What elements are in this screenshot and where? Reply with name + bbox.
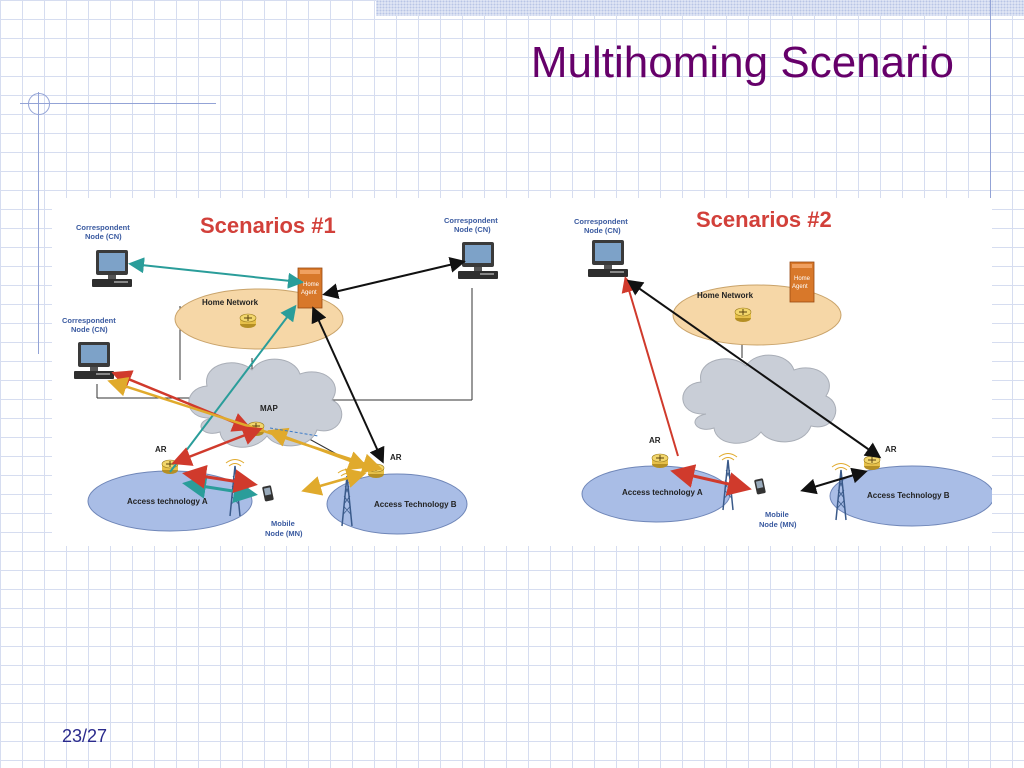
cn-top-left-label-1: Correspondent — [76, 223, 130, 232]
decorative-vertical-line-left — [38, 92, 39, 354]
dashed-link — [269, 427, 319, 437]
arrow-black — [626, 279, 882, 459]
ar-left-label: AR — [649, 436, 661, 445]
home-network-label: Home Network — [697, 291, 754, 300]
home-agent-label-1: Home — [794, 276, 811, 282]
arrow-red — [621, 276, 679, 457]
correspondent-node-icon — [74, 342, 114, 379]
access-b-label: Access Technology B — [374, 500, 457, 509]
ar-left-label: AR — [155, 445, 167, 454]
cn-mid-left-label-2: Node (CN) — [71, 325, 108, 334]
mobile-node-icon — [754, 478, 766, 495]
cn-top-right-label-2: Node (CN) — [454, 225, 491, 234]
cn-top-left-label-2: Node (CN) — [85, 232, 122, 241]
home-agent-icon — [789, 261, 815, 303]
ar-left-router-icon — [651, 453, 669, 469]
home-network-label: Home Network — [202, 298, 259, 307]
mobile-node-label-2: Node (MN) — [265, 529, 303, 538]
cn-mid-left-label-1: Correspondent — [62, 316, 116, 325]
correspondent-node-icon — [458, 242, 498, 279]
home-router-icon — [239, 313, 257, 329]
scenario-1-heading: Scenarios #1 — [200, 213, 336, 238]
arrow-black — [322, 256, 466, 300]
decorative-circle — [28, 93, 50, 115]
header-pattern-bar — [376, 0, 1024, 16]
correspondent-node-icon — [92, 250, 132, 287]
decorative-vertical-line — [990, 0, 991, 200]
arrow-teal — [128, 257, 304, 289]
access-b-label: Access Technology B — [867, 491, 950, 500]
home-router-icon — [734, 307, 752, 323]
diagram-panel: Scenarios #1 Home Network MAP Access tec… — [52, 198, 995, 546]
cn-top-right-label-1: Correspondent — [444, 216, 498, 225]
multihoming-diagram: Scenarios #1 Home Network MAP Access tec… — [62, 207, 995, 538]
cn-label-1: Correspondent — [574, 217, 628, 226]
home-agent-label-2: Agent — [792, 284, 808, 290]
ar-right-label: AR — [390, 453, 402, 462]
map-label: MAP — [260, 404, 278, 413]
arrow-gold — [267, 427, 369, 471]
home-agent-label-1: Home — [303, 282, 320, 288]
mobile-node-label-1: Mobile — [271, 519, 295, 528]
scenario-2: Scenarios #2 Home Network Access technol… — [574, 207, 995, 529]
slide-number: 23/27 — [62, 726, 108, 746]
scenario-1: Scenarios #1 Home Network MAP Access tec… — [62, 213, 498, 538]
ar-right-label: AR — [885, 445, 897, 454]
scenario-2-heading: Scenarios #2 — [696, 207, 832, 232]
ar-right-router-icon — [863, 455, 881, 471]
cloud-icon — [682, 354, 837, 444]
access-a-label: Access technology A — [622, 488, 703, 497]
mobile-node-label-2: Node (MN) — [759, 520, 797, 529]
correspondent-node-icon — [588, 240, 628, 277]
arrow-red — [171, 426, 263, 466]
arrow-gold — [301, 468, 367, 496]
home-agent-icon — [297, 267, 323, 309]
arrow-red — [670, 464, 752, 496]
decorative-horizontal-line — [20, 103, 216, 104]
mobile-node-label-1: Mobile — [765, 510, 789, 519]
mobile-node-icon — [262, 485, 274, 502]
arrow-red — [182, 464, 258, 494]
home-agent-label-2: Agent — [301, 290, 317, 296]
page-title: Multihoming Scenario — [530, 38, 954, 87]
cn-label-2: Node (CN) — [584, 226, 621, 235]
access-a-label: Access technology A — [127, 497, 208, 506]
arrow-black — [800, 467, 868, 495]
